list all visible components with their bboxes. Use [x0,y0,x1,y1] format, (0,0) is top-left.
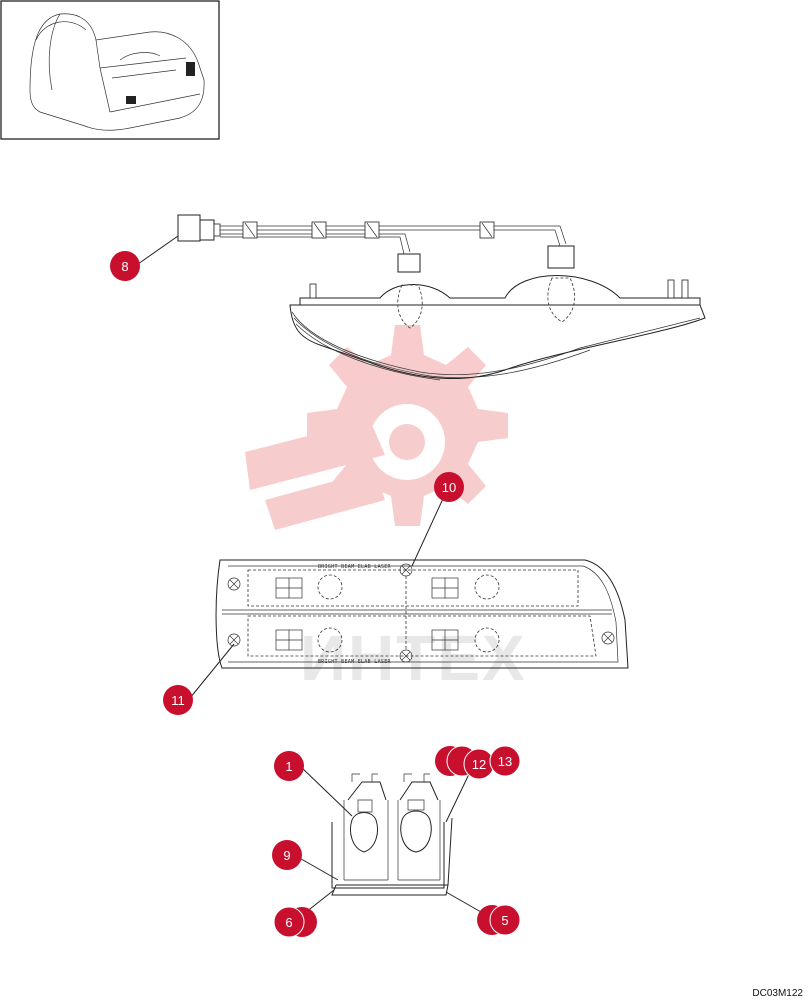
bulb-socket [547,245,575,269]
lamp-lens-front: BRIGHT BEAM ELAB LASER BRIGHT BEAM ELAB … [215,559,629,669]
callout-13: 13 [498,754,512,769]
callout-1: 1 [274,751,304,781]
bulb-icon [350,812,378,853]
callout-5: 5 [477,904,521,936]
svg-text:1: 1 [285,759,292,774]
lamp-location-marker-icon [186,62,195,76]
drawing-code: DC03M122 [752,988,803,999]
callout-9: 9 [272,840,302,870]
svg-text:8: 8 [121,259,128,274]
svg-text:6: 6 [285,915,292,930]
bulb-socket [397,253,421,273]
callout-10: 10 [434,472,464,502]
svg-text:10: 10 [442,480,456,495]
watermark-text: ИНТЕХ [300,622,527,694]
watermark-logo [245,325,508,530]
lens-marking-top: BRIGHT BEAM ELAB LASER [318,564,392,570]
lamp-housing-top [289,245,706,381]
lamp-location-marker-icon [126,96,136,104]
bulb-icon [547,277,576,323]
bulb-icon [400,810,432,853]
locator-inset [0,0,220,140]
bulb-icon [397,284,423,329]
svg-text:9: 9 [283,848,290,863]
callout-12-13-stack: 12 13 [435,745,521,780]
callout-8: 8 [110,251,140,281]
svg-text:11: 11 [171,693,185,708]
lamp-cross-section [331,773,453,896]
callout-12: 12 [472,757,486,772]
callout-6: 6 [273,906,317,938]
svg-text:5: 5 [501,913,508,928]
callout-11: 11 [163,685,193,715]
wiring-harness [177,214,567,255]
lens-marking-bottom: BRIGHT BEAM ELAB LASER [318,659,392,665]
